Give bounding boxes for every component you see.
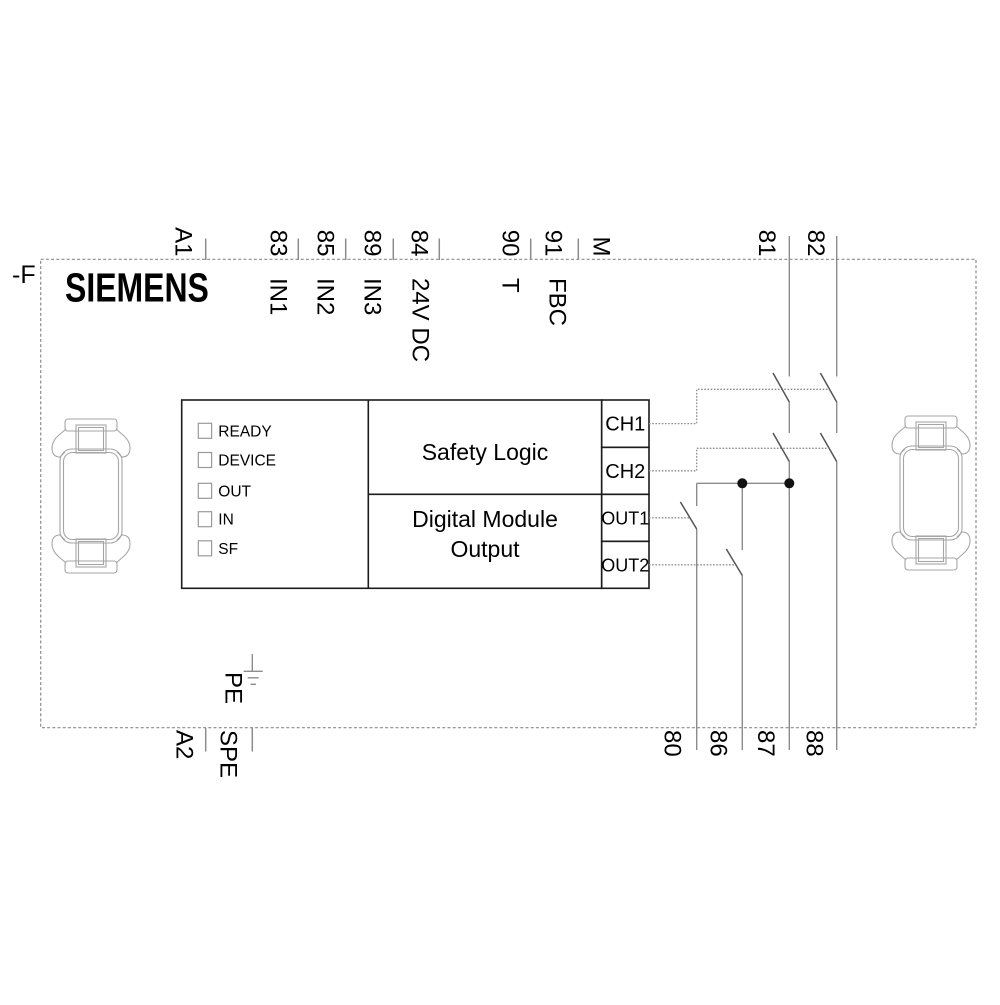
siemens-logo: SIEMENS [65, 265, 209, 311]
earth-label: PE [219, 672, 246, 704]
contact-blades [679, 372, 838, 576]
signal-labels: IN1 IN2 IN3 24V DC T FBC [264, 278, 570, 362]
contact-blade-out2 [725, 548, 743, 576]
contact-blade-ch2-82 [819, 432, 838, 462]
contact-blade-ch1-81 [772, 372, 790, 403]
terminal-label-83: 83 [264, 230, 291, 257]
din-clip-right [891, 415, 971, 571]
bottom-terminal-labels: A2 SPE 80 86 87 88 [170, 730, 827, 778]
terminal-label-89: 89 [358, 230, 385, 257]
led-indicators [197, 422, 213, 557]
top-terminal-labels: A1 83 85 89 84 90 91 M 81 82 [169, 227, 829, 256]
internal-terminal-ch1: CH1 [605, 414, 645, 436]
internal-terminal-out1: OUT1 [601, 508, 649, 528]
signal-label-in3: IN3 [358, 278, 385, 315]
contact-blade-ch2-81 [772, 432, 790, 462]
internal-terminal-out2: OUT2 [601, 555, 649, 575]
contact-blade-ch1-82 [819, 372, 838, 403]
terminal-label-82: 82 [802, 230, 829, 257]
signal-label-fbc: FBC [543, 278, 570, 326]
din-clip-left [51, 418, 131, 574]
led-label-sf: SF [218, 541, 238, 558]
led-label-device: DEVICE [218, 453, 276, 470]
junction-dot-right [784, 478, 795, 489]
terminal-label-85: 85 [311, 230, 338, 257]
led-out-icon [197, 482, 213, 499]
led-label-out: OUT [218, 483, 251, 500]
digital-module-output-title-line2: Output [450, 536, 520, 562]
actuation-links [649, 388, 828, 566]
top-terminal-ticks [204, 238, 580, 260]
terminal-label-84: 84 [405, 230, 432, 257]
signal-label-in1: IN1 [264, 278, 291, 315]
earth-symbol [243, 654, 263, 685]
terminal-label-87: 87 [752, 730, 779, 757]
actuation-link-ch1 [649, 388, 828, 425]
terminal-label-spe: SPE [214, 730, 241, 778]
terminal-label-86: 86 [704, 730, 731, 757]
terminal-label-90: 90 [496, 230, 523, 257]
actuation-link-ch2 [649, 447, 828, 472]
terminal-label-88: 88 [800, 730, 827, 757]
terminal-label-a1: A1 [169, 227, 196, 256]
terminal-label-81: 81 [753, 230, 780, 257]
led-labels: READY DEVICE OUT IN SF [218, 423, 276, 558]
signal-label-24vdc: 24V DC [406, 278, 433, 362]
led-device-icon [197, 451, 213, 469]
led-ready-icon [197, 422, 213, 439]
digital-module-output-title-line1: Digital Module [412, 506, 558, 532]
led-label-in: IN [218, 512, 234, 529]
signal-label-in2: IN2 [311, 278, 338, 315]
terminal-label-a2: A2 [170, 730, 197, 759]
led-label-ready: READY [218, 423, 271, 440]
signal-label-t: T [496, 278, 523, 293]
terminal-label-91: 91 [539, 230, 566, 257]
terminal-label-80: 80 [658, 730, 685, 757]
junction-dot-left [737, 478, 748, 489]
internal-terminal-ch2: CH2 [605, 461, 645, 483]
terminal-label-m: M [587, 237, 614, 257]
safety-logic-title: Safety Logic [422, 439, 549, 465]
led-sf-icon [197, 540, 213, 557]
contact-blade-out1 [679, 501, 698, 530]
led-in-icon [197, 511, 213, 528]
bottom-terminal-ticks [204, 728, 254, 752]
contact-wires [696, 236, 838, 750]
reference-designator: -F [12, 261, 36, 289]
